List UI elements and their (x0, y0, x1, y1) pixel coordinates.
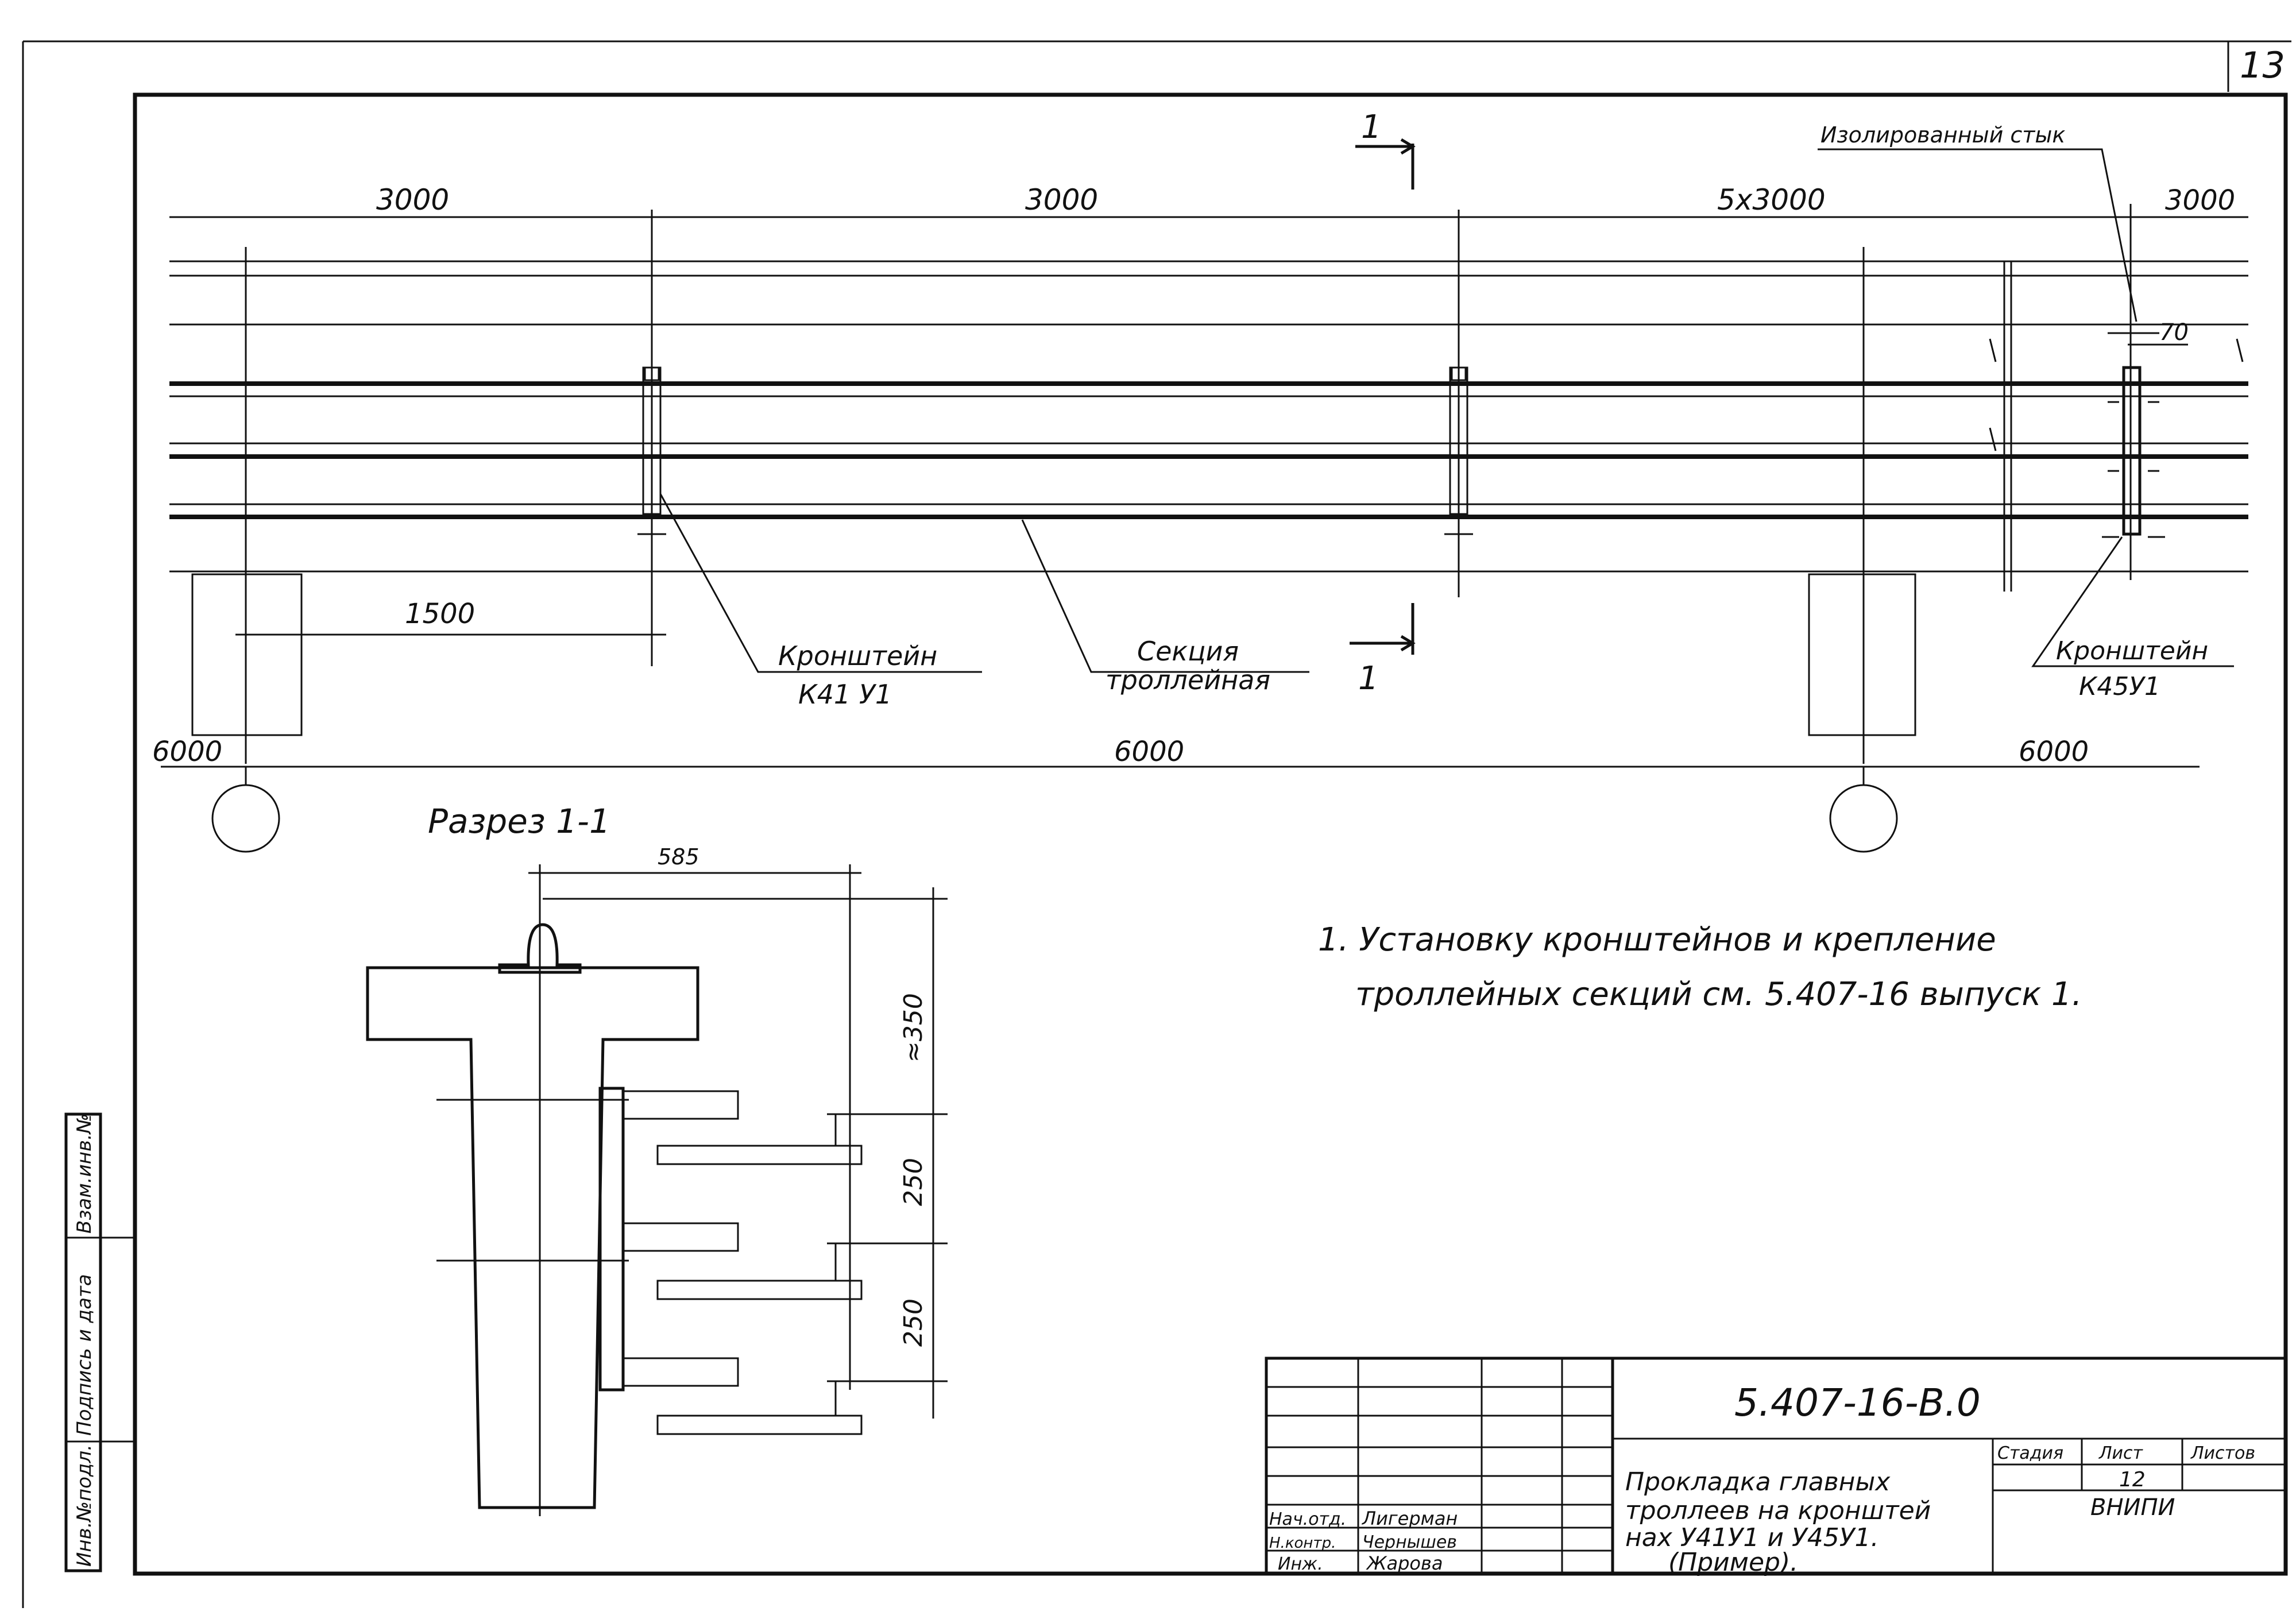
sheet-number: 12 (2119, 1468, 2146, 1491)
stage-header: Стадия (1997, 1443, 2063, 1463)
title-block (1265, 1357, 2287, 1575)
dim-250-a: 250 (899, 1158, 928, 1206)
name-2: Чернышев (1362, 1532, 1457, 1552)
title-line-2: троллеев на кронштей (1625, 1496, 1931, 1525)
section-view (366, 864, 948, 1516)
dim-top-3000-b: 3000 (1025, 183, 1098, 217)
section-mark-top: 1 (1361, 109, 1382, 146)
page-number: 13 (2240, 44, 2285, 86)
bracket-k45-label-2: К45У1 (2079, 672, 2160, 701)
title-line-3: нах У41У1 и У45У1. (1625, 1523, 1879, 1552)
drawing-code: 5.407-16-В.0 (1734, 1381, 1981, 1425)
section-title: Разрез 1-1 (428, 802, 610, 841)
trolley-section-label-2: троллейная (1106, 664, 1270, 695)
name-1: Лигерман (1362, 1508, 1458, 1529)
sheet-header: Лист (2098, 1443, 2144, 1463)
stamp-original-no: Инв.№подл. (73, 1444, 96, 1567)
stamp-inv-no: Взам.инв.№ (73, 1114, 96, 1234)
stamp-signature-date: Подпись и дата (73, 1274, 96, 1436)
role-2: Н.контр. (1269, 1535, 1336, 1552)
dim-bottom-6000-c: 6000 (2019, 736, 2089, 768)
title-line-1: Прокладка главных (1625, 1467, 1891, 1497)
note-line-2: троллейных секций см. 5.407-16 выпуск 1. (1355, 976, 2082, 1013)
dim-250-b: 250 (899, 1299, 928, 1347)
insulated-joint-label: Изолированный стык (1820, 122, 2065, 148)
note-line-1: 1. Установку кронштейнов и крепление (1318, 921, 1996, 959)
bracket-k45-label-1: Кронштейн (2056, 636, 2208, 666)
left-stamp: Взам.инв.№ Подпись и дата Инв.№подл. (64, 1112, 135, 1572)
sheet-frame (22, 40, 2291, 1608)
name-3: Жарова (1366, 1552, 1443, 1574)
dim-top-5x3000: 5x3000 (1717, 183, 1826, 217)
dim-bottom-6000-b: 6000 (1114, 736, 1184, 768)
trolley-section-label-1: Секция (1137, 636, 1239, 667)
dim-top-3000-a: 3000 (376, 183, 449, 217)
section-mark-bottom: 1 (1358, 660, 1379, 697)
dim-70: 70 (2159, 319, 2189, 346)
dim-350: ≈350 (899, 993, 928, 1062)
dim-1500: 1500 (405, 598, 475, 630)
dim-top-3000-c: 3000 (2165, 184, 2235, 217)
title-line-4: (Пример). (1668, 1548, 1798, 1577)
role-1: Нач.отд. (1269, 1509, 1346, 1529)
dim-bottom-6000-a: 6000 (152, 736, 222, 768)
bracket-k41-label-2: К41 У1 (798, 679, 892, 710)
role-3: Инж. (1278, 1554, 1323, 1574)
organization: ВНИПИ (2090, 1494, 2175, 1521)
bracket-k41-label-1: Кронштейн (778, 640, 937, 671)
plan-view (161, 138, 2248, 853)
sheets-header: Листов (2190, 1443, 2255, 1463)
dim-585: 585 (658, 844, 699, 870)
